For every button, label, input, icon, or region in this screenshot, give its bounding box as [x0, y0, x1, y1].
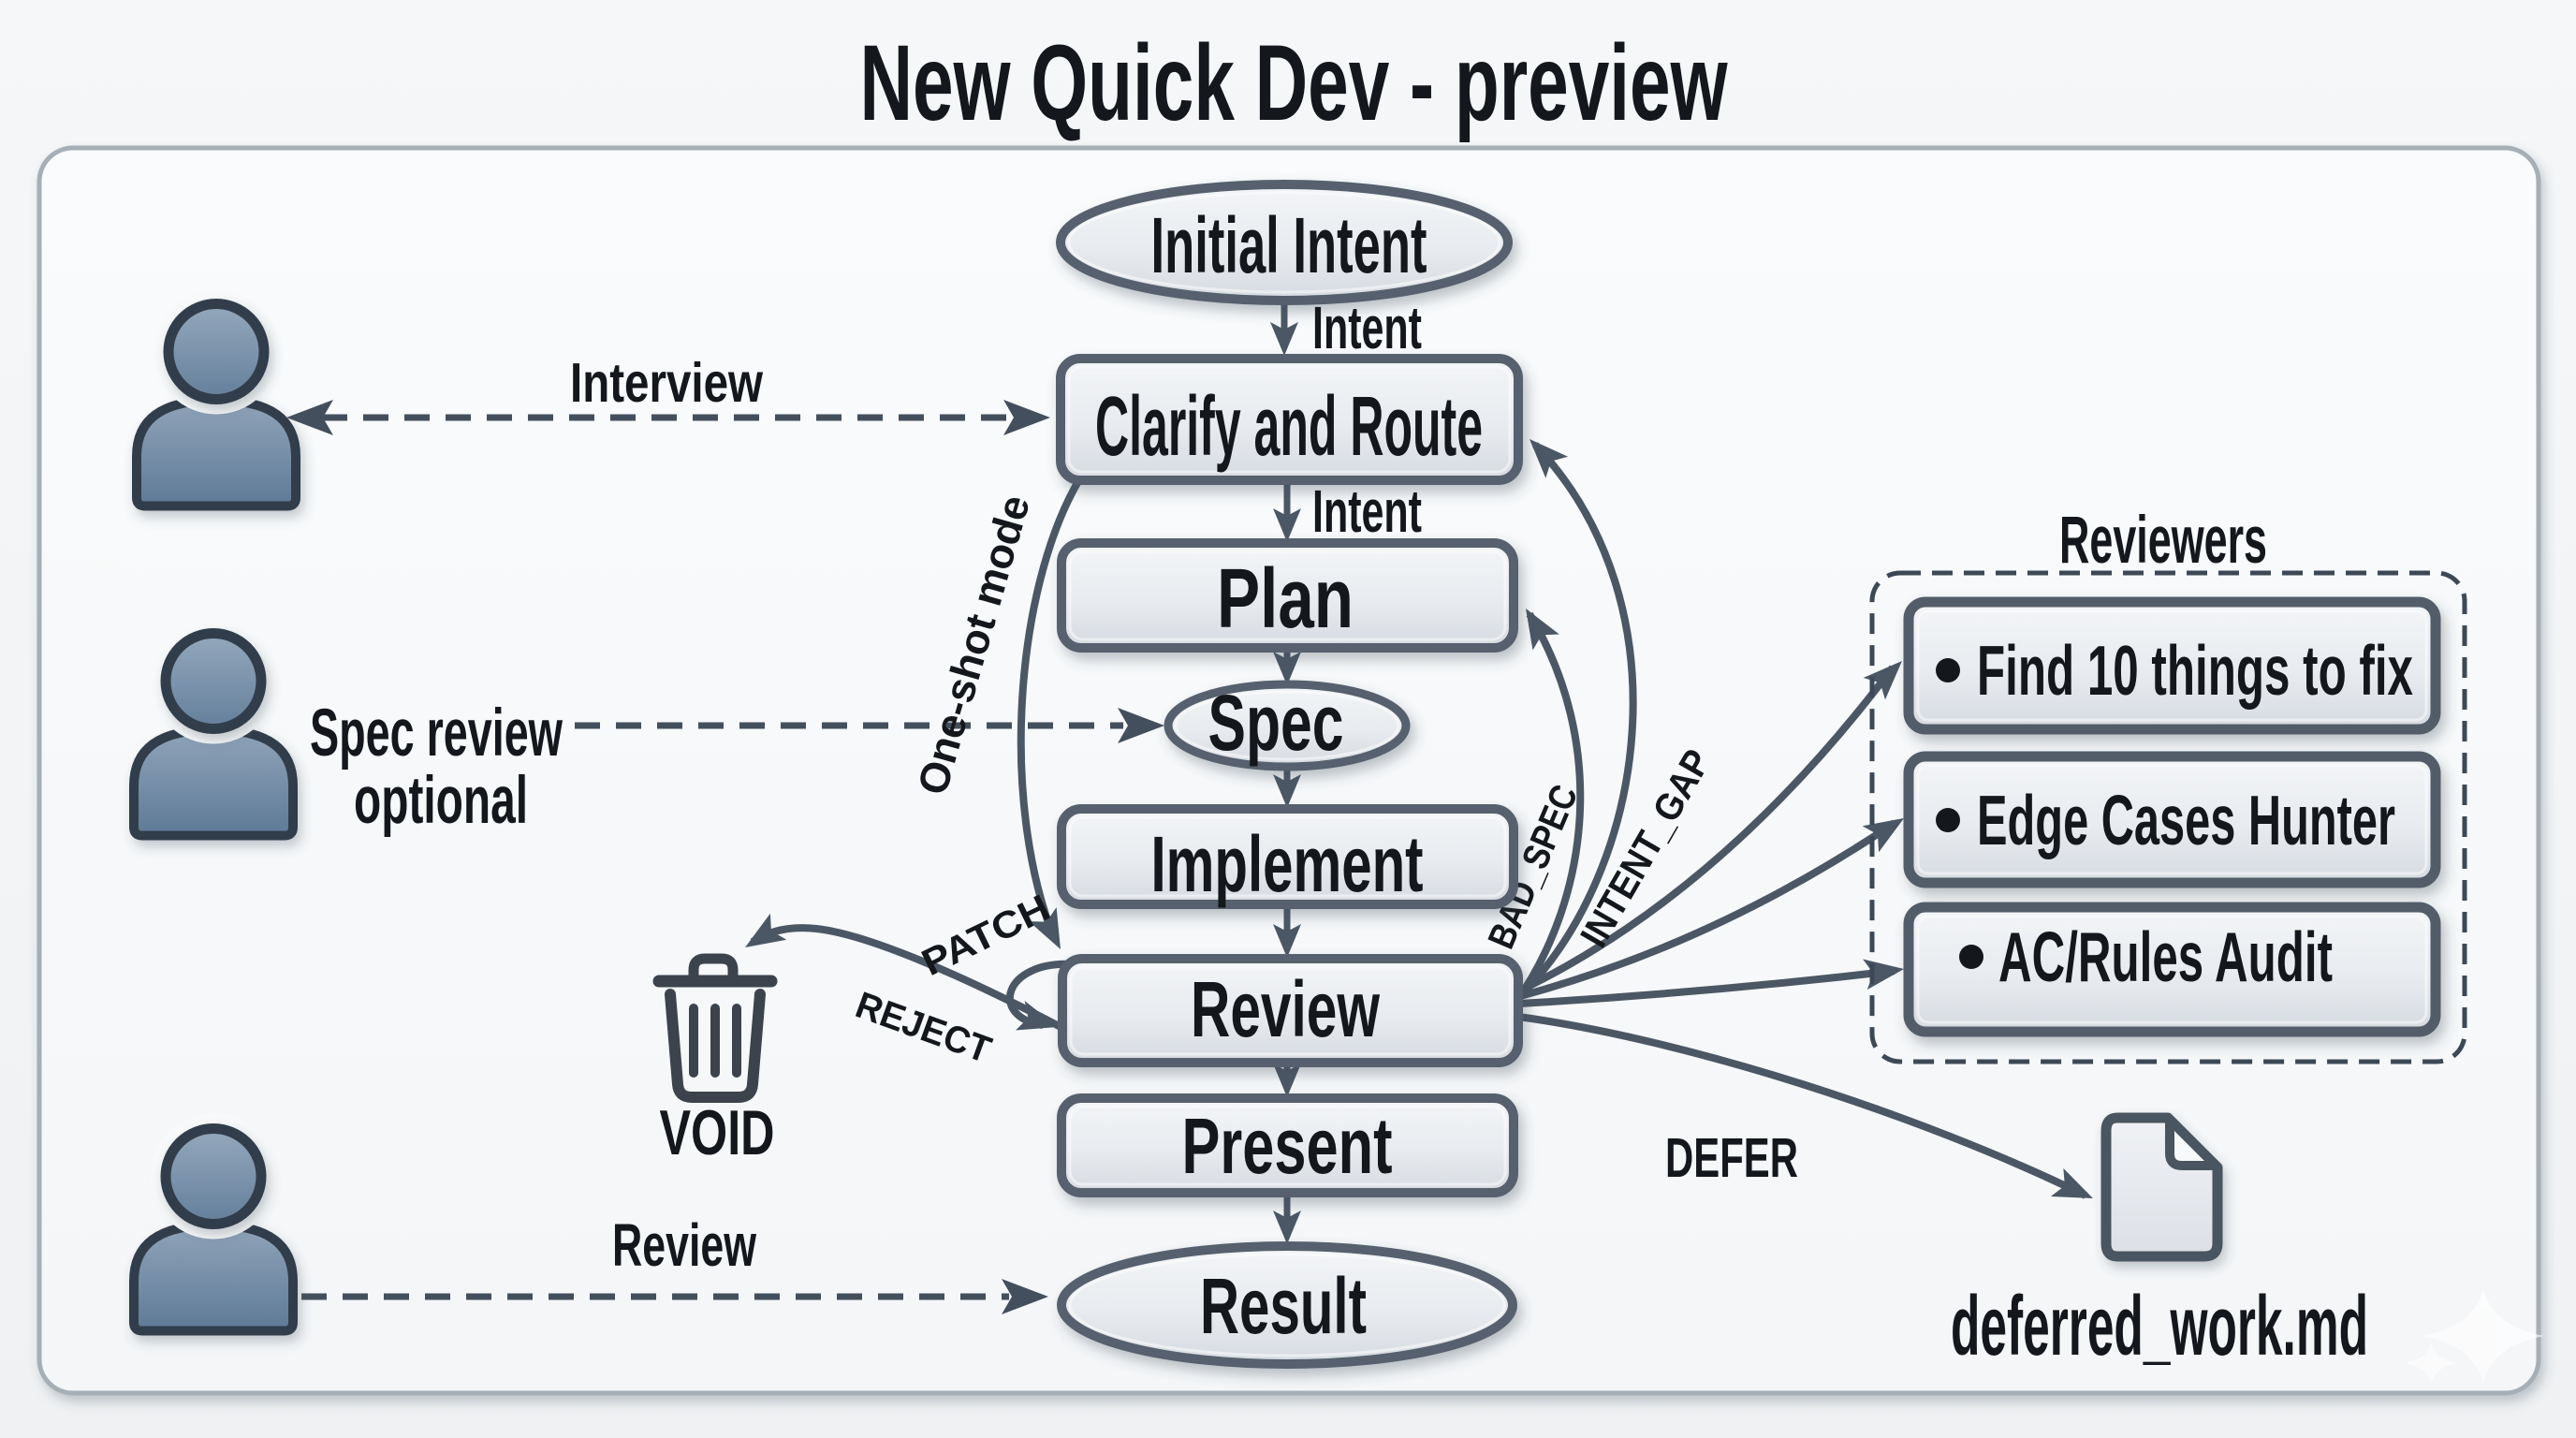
svg-text:DEFER: DEFER	[1665, 1127, 1798, 1189]
svg-text:Review: Review	[1191, 965, 1380, 1053]
svg-text:Implement: Implement	[1151, 820, 1424, 908]
svg-text:AC/Rules Audit: AC/Rules Audit	[1998, 917, 2333, 996]
svg-text:Interview: Interview	[570, 352, 763, 414]
svg-text:deferred_work.md: deferred_work.md	[1951, 1280, 2368, 1373]
svg-text:Edge Cases Hunter: Edge Cases Hunter	[1977, 781, 2395, 859]
svg-text:Spec: Spec	[1208, 679, 1344, 767]
svg-text:Find 10 things to fix: Find 10 things to fix	[1977, 631, 2413, 710]
svg-text:VOID: VOID	[660, 1097, 775, 1168]
svg-text:Initial Intent: Initial Intent	[1151, 201, 1427, 289]
svg-text:Intent: Intent	[1312, 477, 1422, 545]
svg-text:New Quick Dev - preview: New Quick Dev - preview	[860, 23, 1728, 143]
svg-text:Clarify and Route: Clarify and Route	[1095, 380, 1483, 474]
svg-text:Spec review: Spec review	[310, 697, 564, 770]
svg-text:Result: Result	[1200, 1262, 1367, 1350]
svg-text:optional: optional	[354, 764, 528, 838]
svg-text:Intent: Intent	[1312, 294, 1422, 361]
svg-text:Reviewers: Reviewers	[2059, 504, 2267, 578]
svg-text:Review: Review	[612, 1211, 756, 1279]
svg-text:Present: Present	[1182, 1102, 1393, 1190]
svg-text:Plan: Plan	[1217, 552, 1354, 646]
